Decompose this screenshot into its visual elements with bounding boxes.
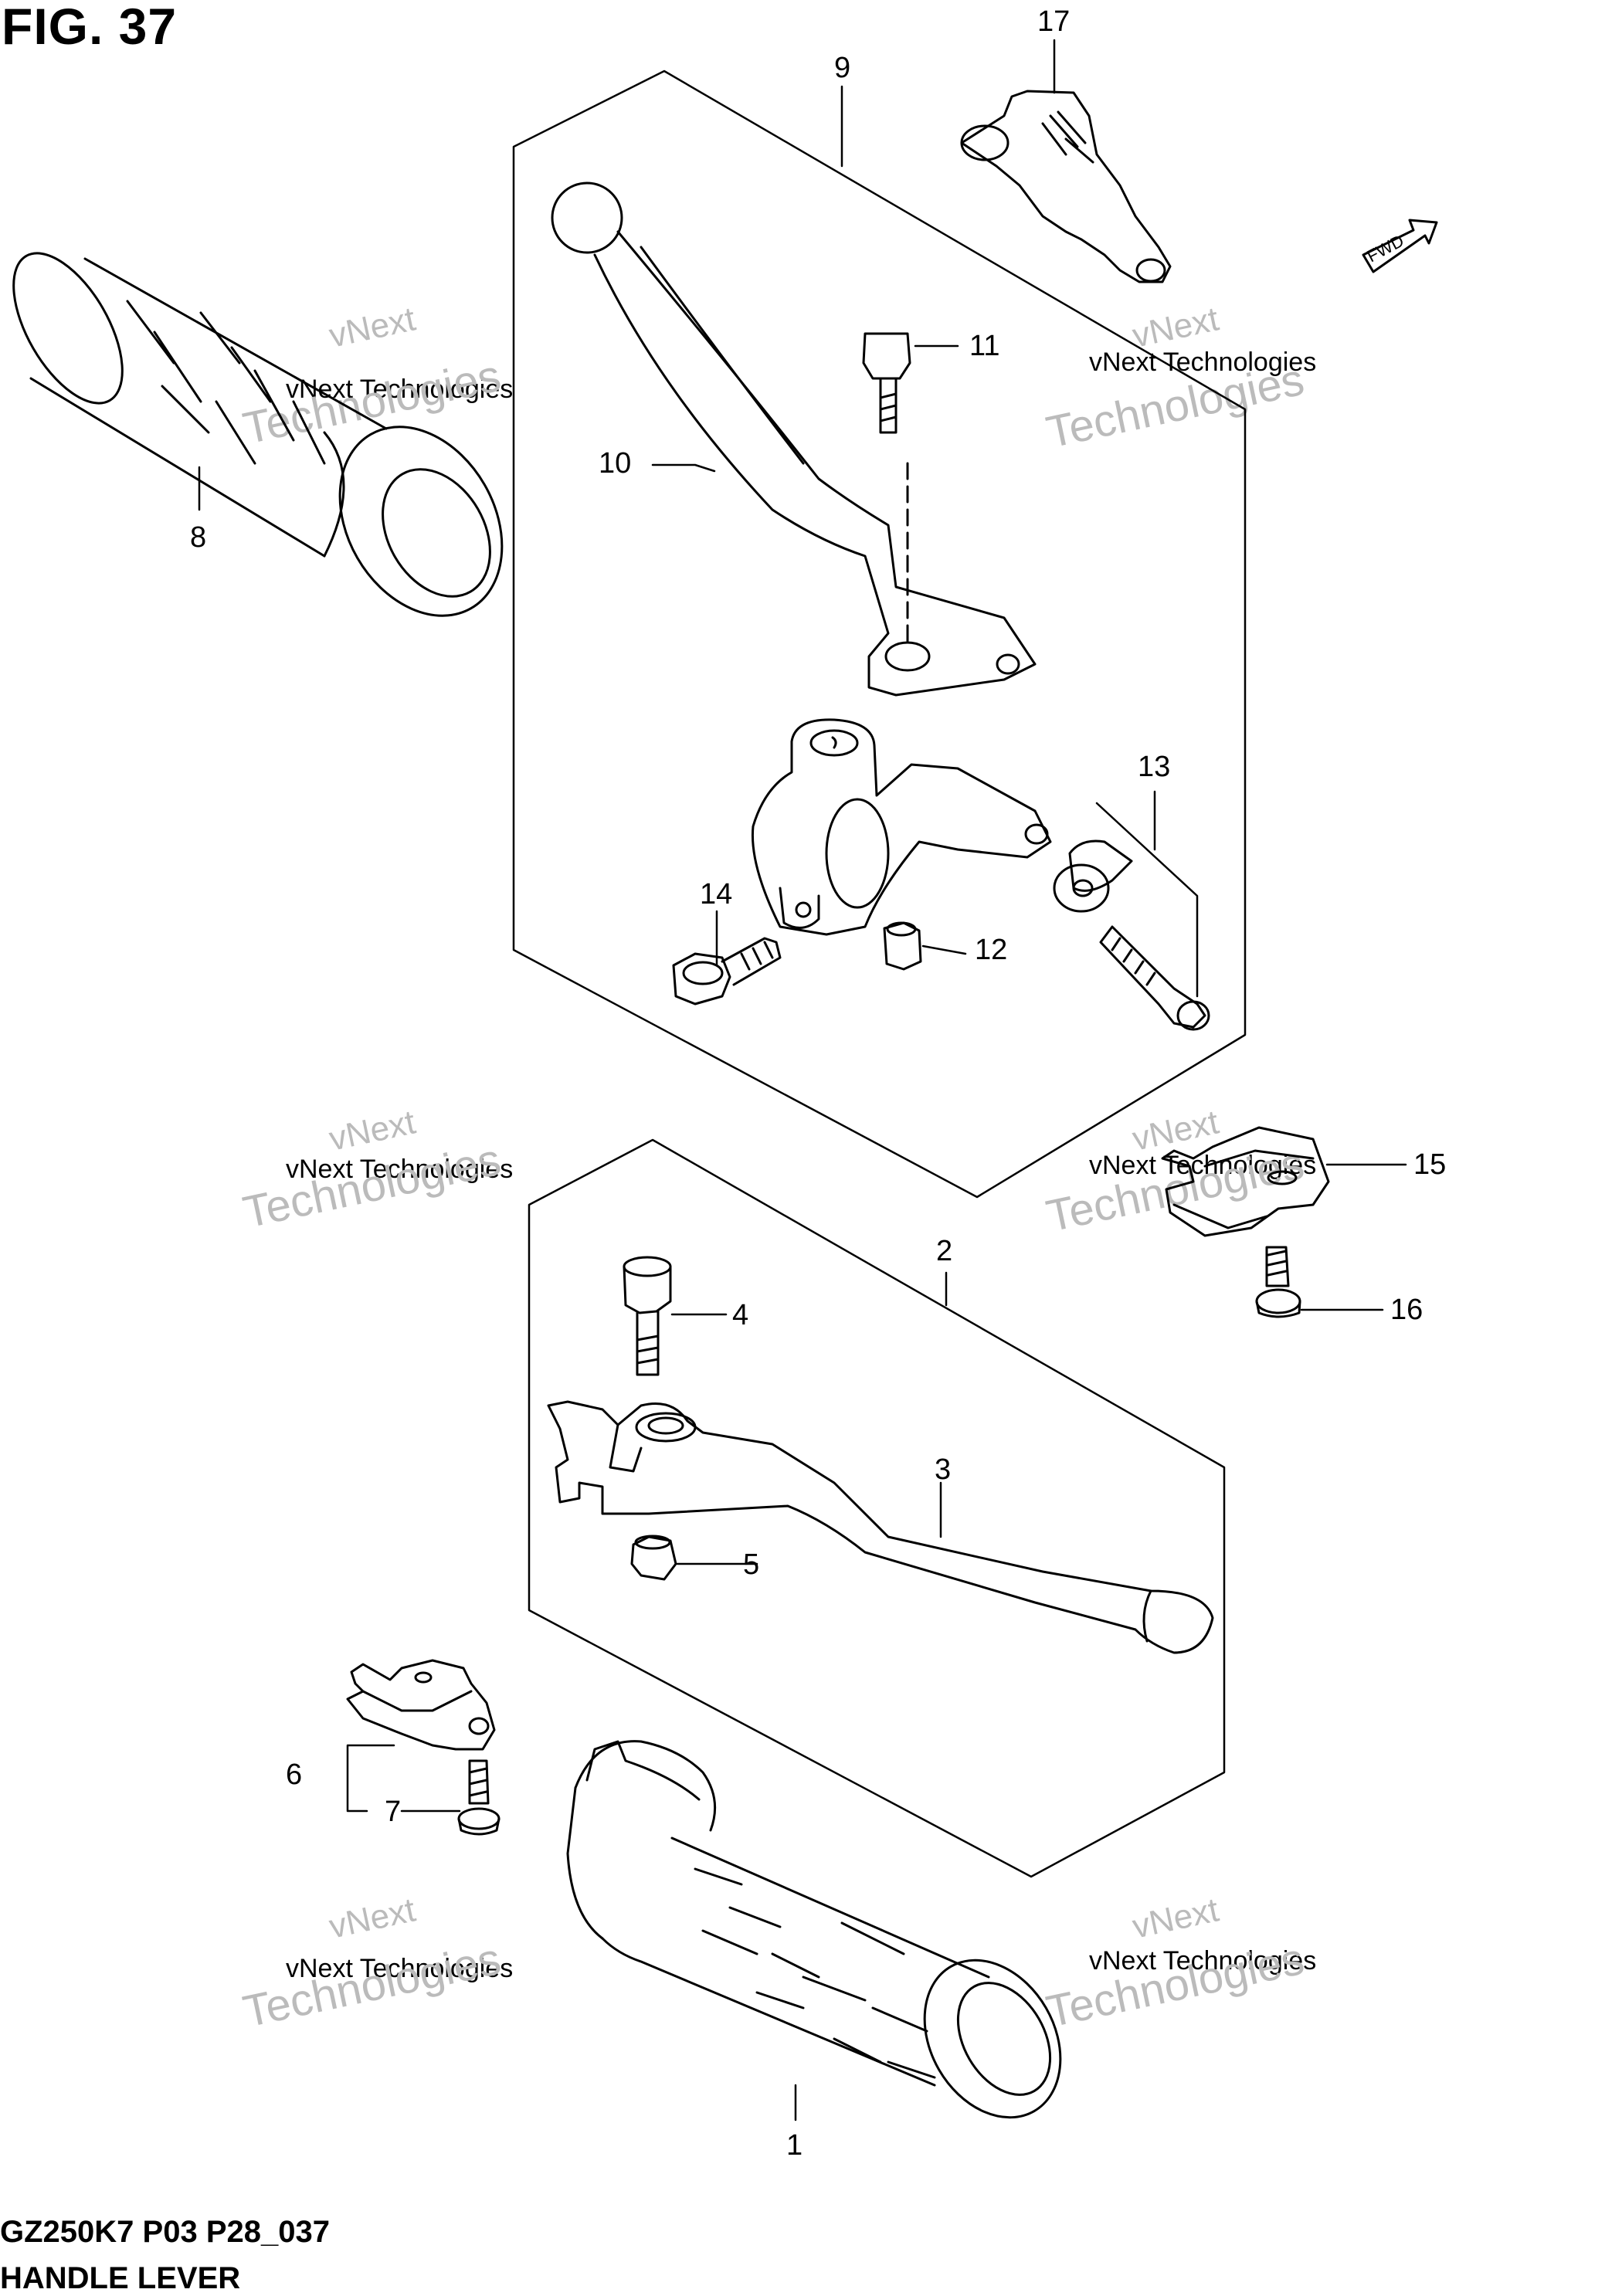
callout-12: 12 <box>975 934 1007 966</box>
svg-text:vNext Technologies: vNext Technologies <box>286 1954 513 1983</box>
fwd-arrow-icon: FWD <box>1362 219 1438 273</box>
brake-switch-rear-part <box>346 1659 496 1751</box>
callout-1: 1 <box>786 2129 802 2162</box>
screw-part-7 <box>457 1759 501 1836</box>
callout-15: 15 <box>1413 1148 1446 1181</box>
svg-text:vNext Technologies: vNext Technologies <box>286 375 513 404</box>
svg-text:Technologies: Technologies <box>239 1934 505 2037</box>
svg-text:FWD: FWD <box>1364 231 1407 266</box>
callout-2: 2 <box>936 1235 952 1267</box>
watermark-bottom-right: vNext vNext Technologies Technologies <box>1042 1891 1316 2037</box>
svg-text:vNext: vNext <box>1129 1891 1222 1945</box>
flange-bolt-part <box>672 937 782 1006</box>
grip-left-part <box>12 252 504 617</box>
callout-11: 11 <box>969 330 999 362</box>
brake-pivot-bolt-part <box>623 1256 672 1376</box>
svg-text:vNext Technologies: vNext Technologies <box>1089 348 1316 377</box>
watermark-middle-left: vNext vNext Technologies Technologies <box>239 1103 513 1237</box>
adjuster-part <box>1053 839 1210 1031</box>
svg-text:Technologies: Technologies <box>239 351 505 454</box>
callout-13: 13 <box>1138 751 1170 783</box>
callout-10: 10 <box>599 447 631 480</box>
callout-5: 5 <box>743 1548 759 1581</box>
lever-holder-part <box>751 718 1052 936</box>
callout-9: 9 <box>834 52 850 84</box>
callout-8: 8 <box>190 521 206 554</box>
callout-3: 3 <box>935 1453 951 1486</box>
leader-lines <box>198 39 1407 2121</box>
nut-part <box>883 921 922 971</box>
clutch-lever-part <box>551 181 1037 697</box>
figure-title: FIG. 37 <box>2 0 178 55</box>
callout-17: 17 <box>1037 5 1070 38</box>
assembly-frame-brake <box>528 1138 1226 1878</box>
svg-text:vNext: vNext <box>326 300 419 354</box>
watermark-bottom-left: vNext vNext Technologies Technologies <box>239 1891 513 2037</box>
diagram-part-name: HANDLE LEVER <box>0 2261 241 2295</box>
svg-text:vNext: vNext <box>326 1103 419 1158</box>
cable-end-part <box>960 90 1172 283</box>
callout-16: 16 <box>1390 1294 1423 1326</box>
watermark-top-right: vNext vNext Technologies Technologies <box>1042 300 1316 457</box>
assembly-frame-clutch <box>512 70 1247 1199</box>
nut-part-5 <box>630 1535 677 1581</box>
brake-lever-part <box>547 1400 1214 1654</box>
callout-6: 6 <box>286 1758 302 1791</box>
brake-switch-front-part <box>1161 1126 1330 1237</box>
callout-4: 4 <box>732 1299 748 1331</box>
grip-right-part <box>566 1740 1062 2119</box>
svg-text:vNext Technologies: vNext Technologies <box>1089 1151 1316 1180</box>
callout-7: 7 <box>385 1796 401 1828</box>
pivot-bolt-part <box>862 332 911 434</box>
svg-text:vNext Technologies: vNext Technologies <box>1089 1946 1316 1976</box>
svg-text:vNext Technologies: vNext Technologies <box>286 1155 513 1184</box>
screw-part-16 <box>1255 1246 1301 1318</box>
callout-14: 14 <box>700 878 732 911</box>
svg-text:vNext: vNext <box>326 1891 419 1945</box>
callouts: 1 2 3 4 5 6 7 8 9 10 11 12 13 14 15 16 1… <box>190 5 1446 2162</box>
diagram-code: GZ250K7 P03 P28_037 <box>0 2215 330 2249</box>
